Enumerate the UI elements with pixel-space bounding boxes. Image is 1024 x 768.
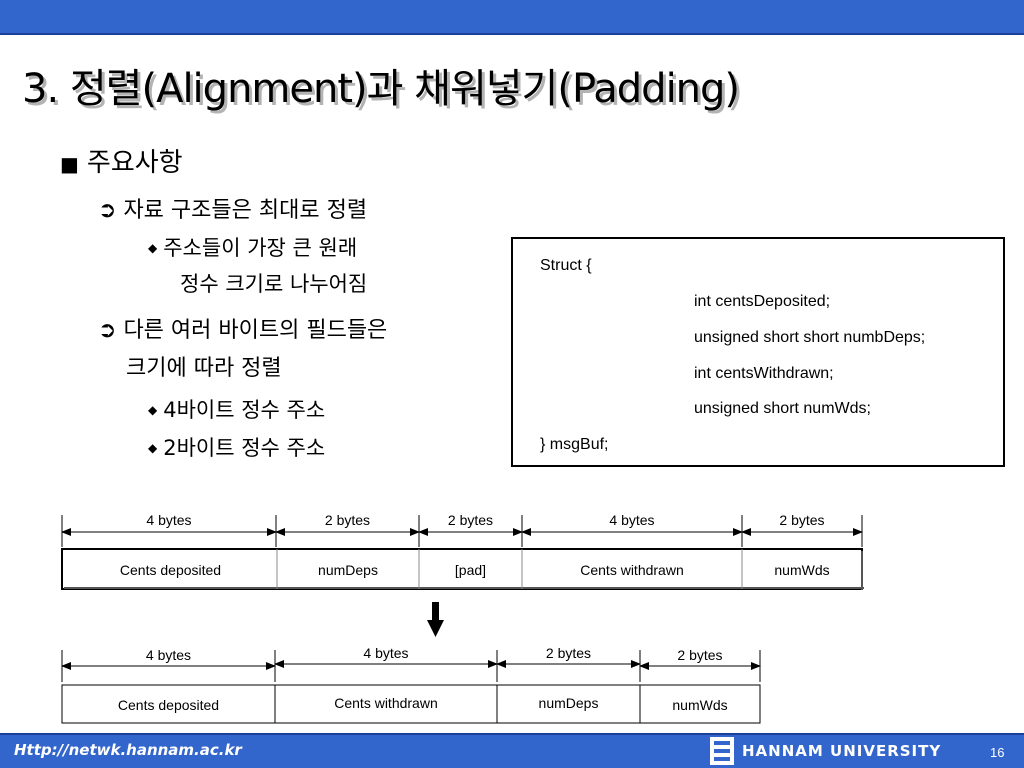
bullet-sub1-item: ◆ 주소들이 가장 큰 원래 [148,232,357,262]
footer-line [0,733,1024,735]
bullet-sub2-text: 다른 여러 바이트의 필드들은 [123,318,388,343]
bullet-sub1-item-line2: 정수 크기로 나누어짐 [180,272,368,296]
diagram2-field-3: numDeps [538,695,599,711]
down-arrow-icon [427,602,444,637]
diagram2-size-2: 4 bytes [363,645,409,661]
diagram1-size-3: 2 bytes [447,512,494,528]
top-bar-line [0,33,1024,35]
bullet-sub2-item1-text: 4바이트 정수 주소 [163,398,326,422]
bullet-sub2: ➲ 다른 여러 바이트의 필드들은 [98,312,387,344]
slide-title: 3. 정렬(Alignment)과 채워넣기(Padding) [22,66,740,112]
arrow-bullet-icon: ➲ [98,318,117,343]
diagram1-size-5: 2 bytes [779,512,825,528]
bullet-sub1-text: 자료 구조들은 최대로 정렬 [123,198,368,223]
code-line-2: unsigned short short numbDeps; [694,329,926,346]
diamond-bullet-icon: ◆ [148,441,158,455]
diagram1-field-5: numWds [774,562,830,578]
page-number: 16 [990,745,1005,760]
diagram1-field-4: Cents withdrawn [580,562,684,578]
bullet-sub2-line2: 크기에 따라 정렬 [126,356,282,381]
diagram1-size-2: 2 bytes [324,512,371,528]
footer-url-link[interactable]: Http://netwk.hannam.ac.kr [14,741,242,759]
diagram1-box [61,548,864,590]
bullet-sub2-item2-text: 2바이트 정수 주소 [163,436,326,460]
square-bullet-icon: ■ [60,152,79,176]
diagram2-size-4: 2 bytes [677,647,723,663]
hannam-logo-icon [710,737,734,765]
struct-code-box: Struct { int centsDeposited; unsigned sh… [511,237,1005,467]
bullet-main: ■ 주요사항 [60,142,183,179]
bullet-main-text: 주요사항 [86,148,183,178]
diagram1-field-1: Cents deposited [119,562,222,578]
diagram2-size-1: 4 bytes [145,647,192,663]
bullet-sub2-item2: ◆ 2바이트 정수 주소 [148,432,325,462]
arrow-bullet-icon: ➲ [98,198,117,223]
bullet-sub2-item1: ◆ 4바이트 정수 주소 [148,394,325,424]
diagram2-size-3: 2 bytes [545,645,592,661]
diamond-bullet-icon: ◆ [148,241,158,255]
diagram2-field-2: Cents withdrawn [334,695,438,711]
code-close: } msgBuf; [540,436,609,453]
top-bar [0,0,1024,33]
diagram2-field-4: numWds [672,697,728,713]
code-line-4: unsigned short numWds; [694,400,871,417]
bullet-sub1: ➲ 자료 구조들은 최대로 정렬 [98,192,367,224]
code-line-3: int centsWithdrawn; [694,365,834,382]
diagram1-dimension-lines [61,515,863,547]
code-open: Struct { [540,257,592,274]
diagram1-field-2: numDeps [318,562,378,578]
diagram1-field-3: [pad] [454,562,487,578]
diagram1-size-1: 4 bytes [146,512,192,528]
diagram2-box [61,684,761,724]
university-name: HANNAM UNIVERSITY [742,742,942,760]
diagram2-dimension-lines [61,650,761,682]
diamond-bullet-icon: ◆ [148,403,158,417]
bullet-sub1-item-line1: 주소들이 가장 큰 원래 [163,236,358,260]
diagram2-field-1: Cents deposited [117,697,220,713]
footer-bar [0,735,1024,768]
code-line-1: int centsDeposited; [694,293,831,310]
diagram1-size-4: 4 bytes [609,512,655,528]
